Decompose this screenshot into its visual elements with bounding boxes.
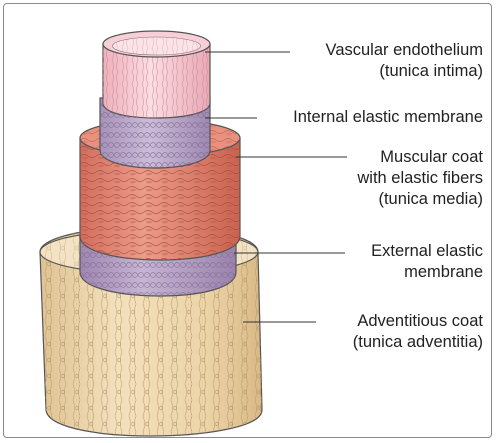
label-line: with elastic fibers [357, 168, 483, 189]
label-muscular-coat: Muscular coat with elastic fibers (tunic… [357, 147, 483, 210]
label-line: Adventitious coat [353, 311, 483, 332]
label-line: Vascular endothelium [326, 40, 483, 61]
label-adventitious-coat: Adventitious coat (tunica adventitia) [353, 311, 483, 353]
label-line: Internal elastic membrane [293, 107, 483, 128]
label-vascular-endothelium: Vascular endothelium (tunica intima) [326, 40, 483, 82]
label-line: membrane [371, 262, 483, 283]
label-line: (tunica media) [357, 189, 483, 210]
label-internal-elastic-membrane: Internal elastic membrane [293, 107, 483, 128]
tunica-intima-layer [103, 31, 210, 118]
label-line: External elastic [371, 241, 483, 262]
label-line: (tunica intima) [326, 61, 483, 82]
label-line: Muscular coat [357, 147, 483, 168]
label-external-elastic-membrane: External elastic membrane [371, 241, 483, 283]
label-line: (tunica adventitia) [353, 332, 483, 353]
